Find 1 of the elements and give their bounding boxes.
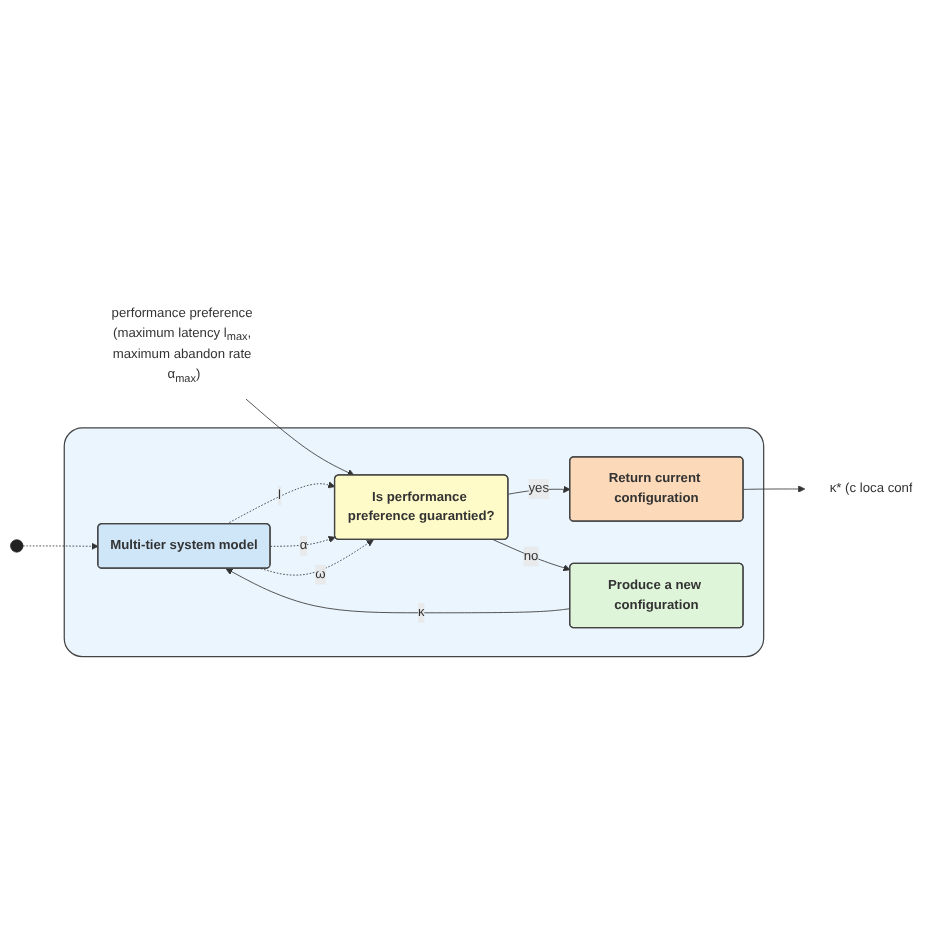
cluster [63, 427, 765, 658]
